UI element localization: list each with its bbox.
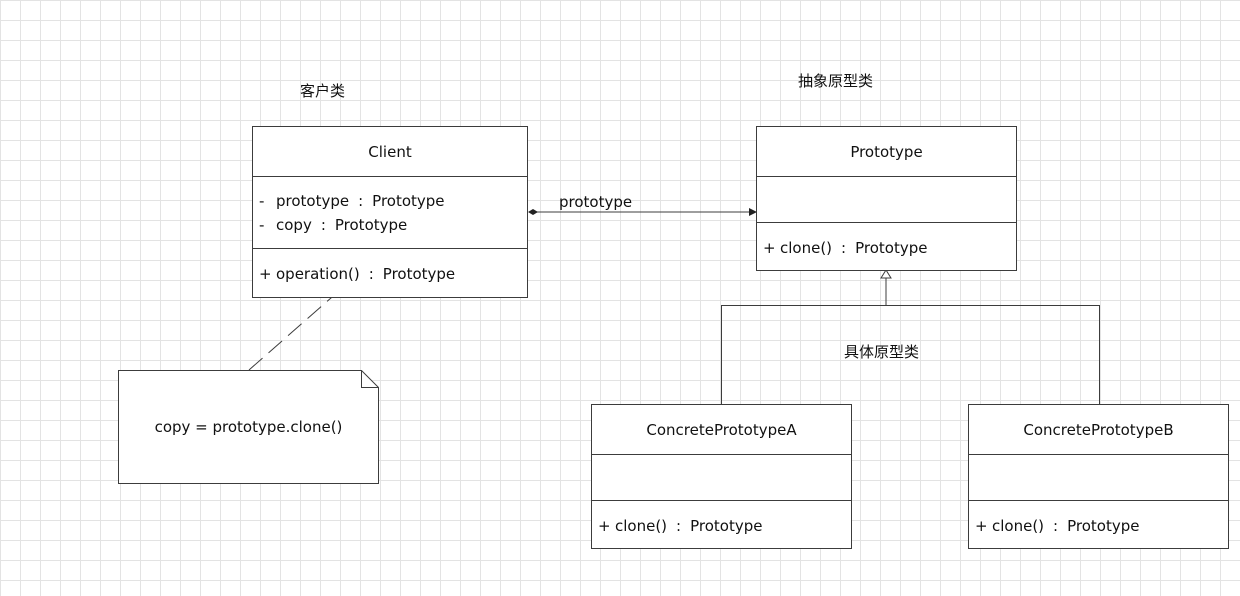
visibility-marker: + [763, 239, 776, 257]
operation-name: operation() [276, 265, 360, 283]
operation-type: Prototype [690, 517, 763, 535]
visibility-marker: + [598, 517, 611, 535]
client-attribute-row: - prototype : Prototype [259, 189, 521, 213]
operation-type: Prototype [855, 239, 928, 257]
concrete-b-attributes [969, 454, 1228, 500]
concrete-a-operation-row: + clone() : Prototype [598, 514, 845, 538]
attribute-name: prototype [276, 192, 350, 210]
concrete-a-operations: + clone() : Prototype [592, 500, 851, 548]
association-arrowhead-icon [749, 208, 757, 216]
concrete-prototype-a-class[interactable]: ConcretePrototypeA + clone() : Prototype [591, 404, 852, 549]
concrete-b-class-name: ConcretePrototypeB [1023, 420, 1174, 439]
operation-type: Prototype [382, 265, 456, 283]
concrete-b-operations: + clone() : Prototype [969, 500, 1228, 548]
type-separator: : [1053, 517, 1059, 535]
client-class[interactable]: Client - prototype : Prototype - copy : … [252, 126, 528, 298]
type-separator: : [320, 216, 326, 234]
type-separator: : [676, 517, 682, 535]
attribute-name: copy [276, 216, 312, 234]
prototype-class-name: Prototype [850, 142, 923, 161]
concrete-prototype-b-class[interactable]: ConcretePrototypeB + clone() : Prototype [968, 404, 1229, 549]
prototype-operations: + clone() : Prototype [757, 222, 1016, 270]
visibility-marker: - [259, 192, 265, 210]
client-operations: + operation() : Prototype [253, 248, 527, 297]
client-attribute-row: - copy : Prototype [259, 213, 521, 237]
prototype-operation-row: + clone() : Prototype [763, 236, 1010, 260]
prototype-class[interactable]: Prototype + clone() : Prototype [756, 126, 1017, 271]
client-caption: 客户类 [300, 82, 346, 100]
operation-name: clone() [615, 517, 668, 535]
association-label: prototype [559, 193, 633, 211]
concrete-b-operation-row: + clone() : Prototype [975, 514, 1222, 538]
note-text: copy = prototype.clone() [154, 418, 343, 436]
type-separator: : [358, 192, 364, 210]
note-fold-icon [361, 370, 379, 388]
type-separator: : [841, 239, 847, 257]
concrete-a-class-name: ConcretePrototypeA [646, 420, 797, 439]
attribute-type: Prototype [334, 216, 408, 234]
visibility-marker: + [259, 265, 272, 283]
visibility-marker: - [259, 216, 265, 234]
note-shape[interactable] [118, 370, 379, 484]
operation-name: clone() [780, 239, 833, 257]
concrete-a-attributes [592, 454, 851, 500]
client-class-name: Client [368, 142, 412, 161]
prototype-attributes [757, 176, 1016, 222]
operation-type: Prototype [1067, 517, 1140, 535]
visibility-marker: + [975, 517, 988, 535]
concrete-caption: 具体原型类 [844, 343, 920, 361]
inheritance-triangle-icon [880, 269, 892, 279]
composition-diamond-icon [528, 209, 538, 215]
client-operation-row: + operation() : Prototype [259, 262, 521, 286]
attribute-type: Prototype [372, 192, 445, 210]
type-separator: : [368, 265, 374, 283]
operation-name: clone() [992, 517, 1045, 535]
prototype-caption: 抽象原型类 [798, 72, 874, 90]
client-attributes: - prototype : Prototype - copy : Prototy… [253, 176, 527, 248]
